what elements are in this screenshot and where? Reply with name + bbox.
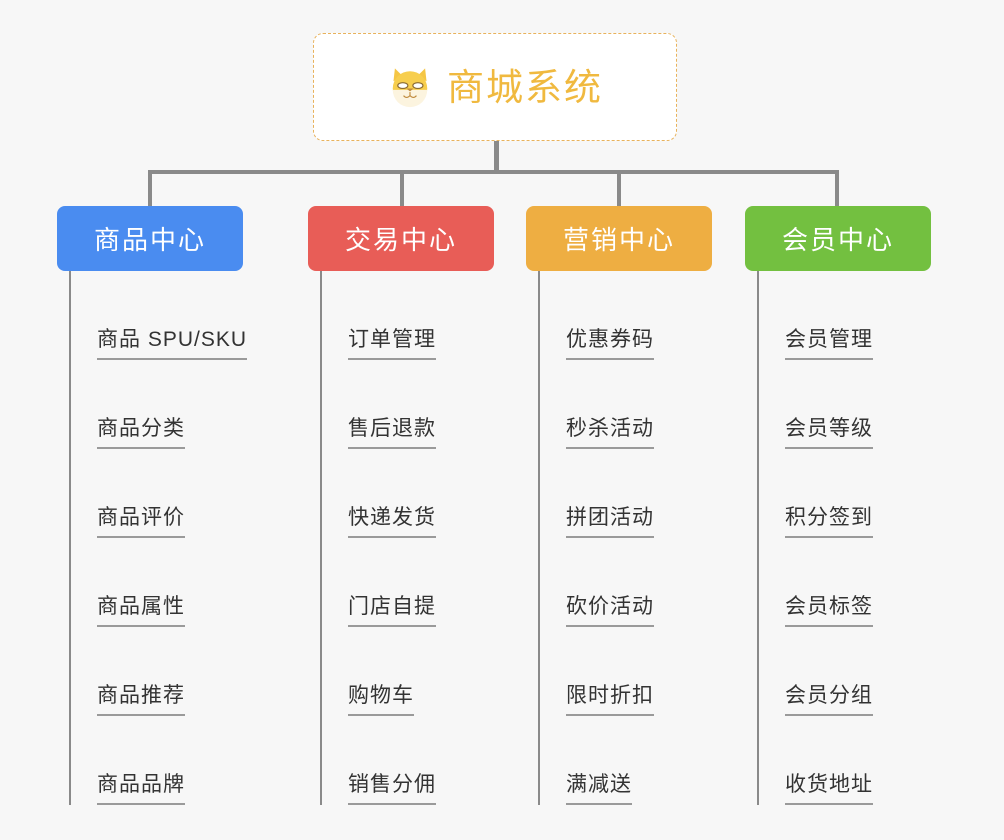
leaf-label: 快递发货 xyxy=(348,506,436,538)
list-item[interactable]: 商品属性 xyxy=(69,538,297,627)
category-column-marketing: 营销中心 优惠券码 秒杀活动 拼团活动 砍价活动 限时折扣 满减送 xyxy=(526,206,741,805)
connector-spine-product xyxy=(69,271,71,805)
list-item[interactable]: 满减送 xyxy=(538,716,741,805)
category-header-member[interactable]: 会员中心 xyxy=(745,206,931,271)
root-node-title: 商城系统 xyxy=(447,66,603,108)
list-item[interactable]: 会员标签 xyxy=(757,538,960,627)
list-item[interactable]: 限时折扣 xyxy=(538,627,741,716)
leaf-label: 商品推荐 xyxy=(97,684,185,716)
leaf-label: 会员标签 xyxy=(785,595,873,627)
list-item[interactable]: 收货地址 xyxy=(757,716,960,805)
leaf-label: 优惠券码 xyxy=(566,328,654,360)
leaf-label: 商品 SPU/SKU xyxy=(97,328,248,360)
list-item[interactable]: 会员等级 xyxy=(757,360,960,449)
connector-root-stem xyxy=(494,141,499,173)
list-item[interactable]: 会员管理 xyxy=(757,271,960,360)
list-item[interactable]: 商品品牌 xyxy=(69,716,297,805)
leaf-list-marketing: 优惠券码 秒杀活动 拼团活动 砍价活动 限时折扣 满减送 xyxy=(538,271,741,805)
leaf-label: 积分签到 xyxy=(785,506,873,538)
connector-spine-marketing xyxy=(538,271,540,805)
connector-spine-member xyxy=(757,271,759,805)
leaf-label: 满减送 xyxy=(566,773,632,805)
list-item[interactable]: 售后退款 xyxy=(320,360,526,449)
root-node-shop-system[interactable]: 商城系统 xyxy=(313,33,677,141)
list-item[interactable]: 拼团活动 xyxy=(538,449,741,538)
leaf-label: 会员等级 xyxy=(785,417,873,449)
category-header-marketing[interactable]: 营销中心 xyxy=(526,206,712,271)
category-header-label: 会员中心 xyxy=(781,225,894,255)
list-item[interactable]: 商品推荐 xyxy=(69,627,297,716)
connector-drop-1 xyxy=(148,170,152,206)
list-item[interactable]: 快递发货 xyxy=(320,449,526,538)
leaf-label: 商品评价 xyxy=(97,506,185,538)
leaf-label: 销售分佣 xyxy=(348,773,436,805)
list-item[interactable]: 秒杀活动 xyxy=(538,360,741,449)
list-item[interactable]: 商品 SPU/SKU xyxy=(69,271,297,360)
list-item[interactable]: 商品分类 xyxy=(69,360,297,449)
leaf-label: 会员管理 xyxy=(785,328,873,360)
list-item[interactable]: 砍价活动 xyxy=(538,538,741,627)
category-column-product: 商品中心 商品 SPU/SKU 商品分类 商品评价 商品属性 商品推荐 商品品牌 xyxy=(57,206,297,805)
list-item[interactable]: 积分签到 xyxy=(757,449,960,538)
list-item[interactable]: 优惠券码 xyxy=(538,271,741,360)
list-item[interactable]: 订单管理 xyxy=(320,271,526,360)
category-header-product[interactable]: 商品中心 xyxy=(57,206,243,271)
leaf-label: 商品分类 xyxy=(97,417,185,449)
leaf-list-member: 会员管理 会员等级 积分签到 会员标签 会员分组 收货地址 xyxy=(757,271,960,805)
shiba-inu-dog-face-icon xyxy=(392,68,428,108)
leaf-label: 秒杀活动 xyxy=(566,417,654,449)
category-header-label: 营销中心 xyxy=(562,225,675,255)
list-item[interactable]: 会员分组 xyxy=(757,627,960,716)
connector-drop-2 xyxy=(400,170,404,206)
leaf-label: 商品属性 xyxy=(97,595,185,627)
list-item[interactable]: 销售分佣 xyxy=(320,716,526,805)
connector-drop-3 xyxy=(617,170,621,206)
leaf-list-product: 商品 SPU/SKU 商品分类 商品评价 商品属性 商品推荐 商品品牌 xyxy=(69,271,297,805)
leaf-label: 拼团活动 xyxy=(566,506,654,538)
leaf-label: 限时折扣 xyxy=(566,684,654,716)
leaf-label: 砍价活动 xyxy=(566,595,654,627)
category-header-label: 交易中心 xyxy=(344,225,457,255)
leaf-label: 订单管理 xyxy=(348,328,436,360)
connector-spine-transaction xyxy=(320,271,322,805)
leaf-label: 商品品牌 xyxy=(97,773,185,805)
category-header-transaction[interactable]: 交易中心 xyxy=(308,206,494,271)
leaf-list-transaction: 订单管理 售后退款 快递发货 门店自提 购物车 销售分佣 xyxy=(320,271,526,805)
leaf-label: 门店自提 xyxy=(348,595,436,627)
list-item[interactable]: 门店自提 xyxy=(320,538,526,627)
category-header-label: 商品中心 xyxy=(93,225,206,255)
leaf-label: 收货地址 xyxy=(785,773,873,805)
list-item[interactable]: 商品评价 xyxy=(69,449,297,538)
category-column-member: 会员中心 会员管理 会员等级 积分签到 会员标签 会员分组 收货地址 xyxy=(745,206,960,805)
list-item[interactable]: 购物车 xyxy=(320,627,526,716)
leaf-label: 售后退款 xyxy=(348,417,436,449)
category-column-transaction: 交易中心 订单管理 售后退款 快递发货 门店自提 购物车 销售分佣 xyxy=(308,206,526,805)
connector-drop-4 xyxy=(835,170,839,206)
leaf-label: 购物车 xyxy=(348,684,414,716)
leaf-label: 会员分组 xyxy=(785,684,873,716)
connector-horizontal-bus xyxy=(148,170,839,174)
